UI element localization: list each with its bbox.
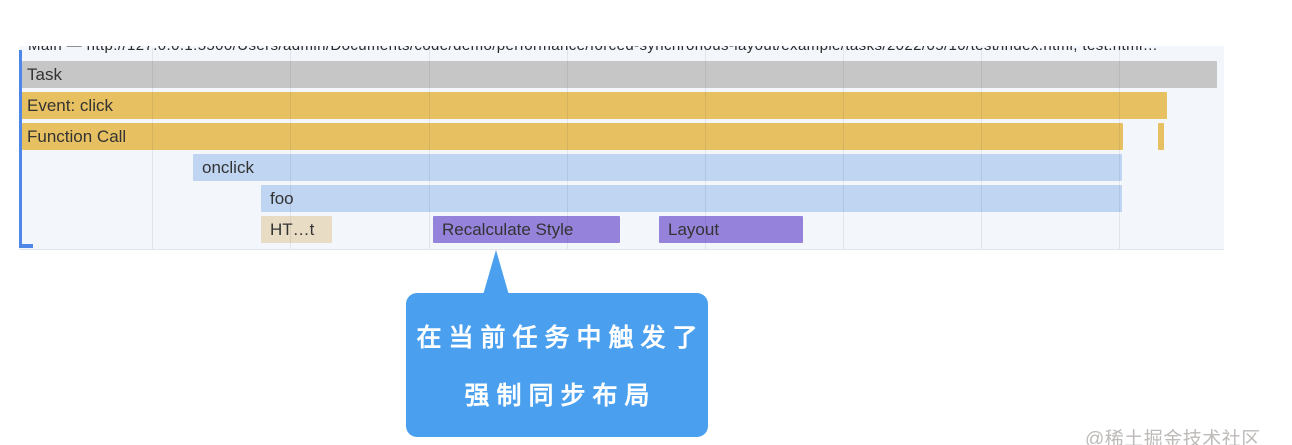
gridline	[1119, 48, 1120, 249]
flame-bar-event-click[interactable]: Event: click	[22, 92, 1167, 119]
flame-bar-label: HT…t	[270, 220, 315, 239]
flame-bar-label: Function Call	[27, 127, 127, 146]
performance-flame-chart: Main — http://127.0.0.1:5500/Users/admin…	[19, 46, 1224, 250]
gridline	[705, 48, 706, 249]
flame-bar-task[interactable]: Task	[22, 61, 1217, 88]
flame-bar-label: foo	[270, 189, 294, 208]
gridline	[843, 48, 844, 249]
flame-bar-label: Task	[27, 65, 62, 84]
flame-bar-foo[interactable]: foo	[261, 185, 1122, 212]
gridline	[429, 48, 430, 249]
flame-bar-label: Layout	[668, 220, 720, 239]
flame-bar-layout[interactable]: Layout	[659, 216, 803, 243]
selection-marker-horizontal	[19, 244, 33, 248]
selection-marker-vertical	[19, 50, 22, 244]
callout-bubble: 在当前任务中触发了 强制同步布局	[406, 293, 708, 437]
flame-bar-label: Event: click	[27, 96, 113, 115]
flame-bar-function-call[interactable]: Function Call	[22, 123, 1123, 150]
flame-bar-recalculate-style[interactable]: Recalculate Style	[433, 216, 620, 243]
flame-bar-onclick[interactable]: onclick	[193, 154, 1122, 181]
callout-text-line2: 强制同步布局	[464, 382, 657, 410]
watermark: @稀土掘金技术社区	[1085, 429, 1261, 445]
gridline	[567, 48, 568, 249]
main-track-header-text: Main — http://127.0.0.1:5500/Users/admin…	[19, 46, 1224, 54]
gridline	[981, 48, 982, 249]
callout-arrow-icon	[483, 250, 509, 295]
chart-bottom-border	[19, 249, 1224, 250]
main-track-header[interactable]: Main — http://127.0.0.1:5500/Users/admin…	[19, 46, 1224, 58]
flame-bar-label: onclick	[202, 158, 254, 177]
flame-bar-function-call-sliver[interactable]	[1158, 123, 1164, 150]
callout-text-line1: 在当前任务中触发了	[416, 324, 705, 352]
gridline	[152, 48, 153, 249]
gridline	[290, 48, 291, 249]
flame-bar-label: Recalculate Style	[442, 220, 574, 239]
flame-bar-parse-html[interactable]: HT…t	[261, 216, 332, 243]
